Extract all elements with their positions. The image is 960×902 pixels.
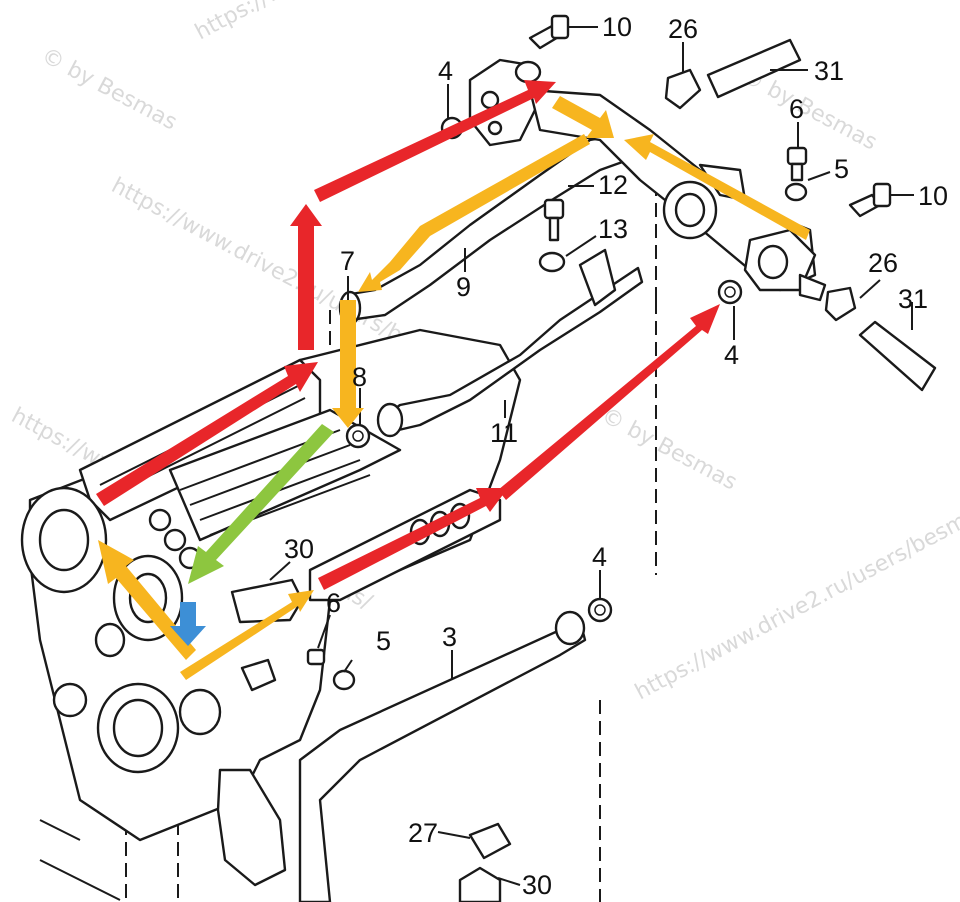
yellow-arrow-pump-loop	[98, 540, 196, 660]
red-arrow-to-right-flange	[498, 304, 720, 500]
callout-31-right: 31	[898, 284, 928, 314]
callout-26-right: 26	[868, 248, 898, 278]
callout-6-right: 6	[789, 94, 804, 124]
callout-5-right: 5	[834, 154, 849, 184]
callout-30-mid: 30	[284, 534, 314, 564]
hose-31-right	[858, 320, 937, 392]
callout-10-right: 10	[918, 181, 948, 211]
bolt-12	[543, 198, 565, 220]
watermark-text-1: © by Besmas	[37, 43, 181, 135]
red-arrow-to-flange	[314, 80, 556, 202]
blue-arrow	[170, 602, 206, 646]
hose-31-top	[706, 38, 802, 99]
yellow-arrow-top	[552, 96, 614, 138]
clamp-30-bottom	[458, 866, 502, 902]
yellow-arrow-right-return	[624, 134, 810, 240]
bolt-6-low	[306, 648, 326, 666]
washer-5-right	[784, 182, 808, 202]
callout-6-low: 6	[326, 588, 341, 618]
callout-4-top: 4	[438, 56, 453, 86]
watermark-text-4: © by Besmas	[597, 403, 741, 495]
washer-5-low	[332, 669, 356, 691]
bracket	[578, 248, 617, 307]
callout-9: 9	[456, 272, 471, 302]
lower-outlet	[216, 768, 287, 887]
callout-26-top: 26	[668, 14, 698, 44]
bolt-6-right	[786, 146, 808, 166]
watermark-text-5: https://www.drive2.ru/users/besmas/	[631, 493, 960, 705]
callout-7: 7	[340, 246, 355, 276]
callout-3: 3	[442, 622, 457, 652]
hose-11	[345, 248, 644, 449]
clamp-27	[468, 822, 512, 860]
callout-27: 27	[408, 818, 438, 848]
red-arrow-head-to-riser	[96, 362, 318, 506]
callout-13: 13	[598, 214, 628, 244]
callout-12: 12	[598, 170, 628, 200]
flow-arrows	[96, 80, 810, 680]
green-arrow	[188, 424, 334, 584]
callout-30-bottom: 30	[522, 870, 552, 900]
yellow-arrow-down	[332, 300, 364, 428]
callout-31-top: 31	[814, 56, 844, 86]
leader-lines	[269, 26, 914, 886]
callout-4-low: 4	[592, 542, 607, 572]
callout-5-low: 5	[376, 626, 391, 656]
clamp-26-top	[664, 68, 702, 110]
red-arrow-rail	[318, 488, 508, 590]
callout-11: 11	[490, 418, 518, 448]
callout-10-top: 10	[602, 12, 632, 42]
yellow-arrow-pipe-9	[358, 134, 590, 292]
red-arrow-riser	[290, 204, 322, 350]
coolant-rail	[298, 488, 613, 902]
watermark-text-2: https://www.drive2.ru/users/besmas/	[191, 0, 560, 45]
callout-4-right: 4	[724, 340, 739, 370]
washer-13	[538, 251, 566, 273]
clamp-26-right	[824, 286, 857, 322]
lower-pipe-3	[298, 618, 587, 902]
callouts: 10 26 31 4 6 5 10 12 13 7 9 26 31 4 8 11…	[284, 12, 948, 900]
callout-8: 8	[352, 362, 367, 392]
clamp-26-low	[240, 658, 277, 692]
yellow-arrow-lower	[180, 590, 314, 680]
